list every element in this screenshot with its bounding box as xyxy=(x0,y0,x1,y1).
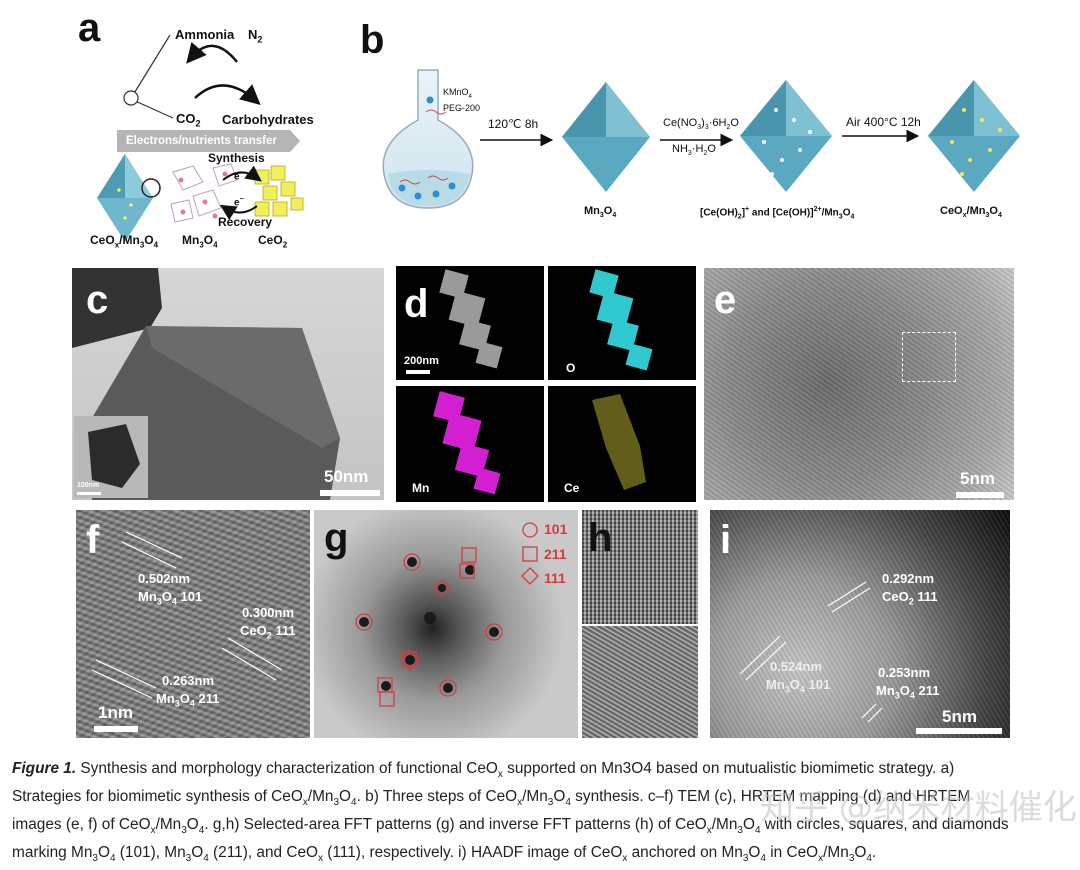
g-101-text: 101 xyxy=(544,521,568,537)
panel-a-label: a xyxy=(78,6,101,50)
mn-map-label: Mn xyxy=(412,481,430,495)
panel-c-scale-text: 50nm xyxy=(324,467,369,486)
carbohydrates-text: Carbohydrates xyxy=(222,112,314,127)
f-d3-text: 0.263nm xyxy=(162,673,215,688)
n2-text: N2 xyxy=(248,27,263,45)
panel-e-label: e xyxy=(714,278,737,322)
panel-g-spots xyxy=(355,522,539,707)
prod3-text: CeOx/Mn3O4 xyxy=(940,205,1002,220)
panel-b-diagram xyxy=(382,69,1020,209)
step2-bottom-text: NH3·H2O xyxy=(672,143,716,158)
panel-c-inset: 100nm xyxy=(74,416,148,498)
panel-i-haadf-image: i 0.292nm CeO2 111 0.524nm Mn3O4 101 0.2… xyxy=(710,510,1010,738)
panel-d-mn-map: Mn xyxy=(396,386,544,502)
ceox-mn3o4-text: CeOx/Mn3O4 xyxy=(90,233,159,250)
panel-i-label: i xyxy=(720,518,732,562)
prod2-text: [Ce(OH)2]+ and [Ce(OH)]2+/Mn3O4 xyxy=(700,206,855,221)
f-p3-text: Mn3O4 211 xyxy=(156,691,220,709)
i-d3-text: 0.253nm xyxy=(878,665,931,680)
i-p1-text: CeO2 111 xyxy=(882,589,938,607)
panel-d-scale-text: 200nm xyxy=(404,355,439,367)
peg-text: PEG-200 xyxy=(443,103,481,113)
panel-d-scale-bar xyxy=(406,370,430,374)
panel-i-scale-text: 5nm xyxy=(942,707,977,726)
panel-h-top-image: h xyxy=(582,510,698,624)
panel-d-haadf-image: d 200nm xyxy=(396,266,544,380)
panel-e-scale-bar xyxy=(956,492,1004,498)
ammonia-text: Ammonia xyxy=(175,27,235,42)
panel-i-scale-bar xyxy=(916,728,1002,734)
f-d2-text: 0.300nm xyxy=(242,605,295,620)
f-p1-text: Mn3O4 101 xyxy=(138,589,203,607)
panel-g-fft-image: g 101 211 111 xyxy=(314,510,578,738)
panel-e-roi-box xyxy=(902,332,956,382)
ceo2-text: CeO2 xyxy=(258,233,288,250)
panel-a-diagram xyxy=(97,34,304,242)
panel-h-label: h xyxy=(588,516,613,560)
panel-f-label: f xyxy=(86,518,100,562)
co2-text: CO2 xyxy=(176,111,201,129)
mn3o4-text: Mn3O4 xyxy=(182,233,218,250)
watermark-text: 知乎 @纳米材料催化 xyxy=(760,788,1077,828)
panel-b-label: b xyxy=(360,18,385,62)
synthesis-text: Synthesis xyxy=(208,151,265,165)
figure-caption: Figure 1. Synthesis and morphology chara… xyxy=(12,760,1009,865)
panel-i-lattice-lines xyxy=(739,581,883,723)
i-p3-text: Mn3O4 211 xyxy=(876,683,940,701)
panel-d-o-map: O xyxy=(548,266,696,380)
ce-map-label: Ce xyxy=(564,481,580,495)
recovery-text: Recovery xyxy=(218,215,273,229)
panel-e-scale-text: 5nm xyxy=(960,469,995,488)
panel-f-scale-text: 1nm xyxy=(98,703,133,722)
i-d1-text: 0.292nm xyxy=(882,571,935,586)
g-111-text: 111 xyxy=(544,570,566,586)
panel-c-scale-bar xyxy=(320,490,380,496)
inset-scale-text: 100nm xyxy=(77,482,100,489)
prod1-text: Mn3O4 xyxy=(584,205,617,220)
caption-figure-label: Figure 1. xyxy=(12,760,77,777)
panel-f-hrtem-image: f 0.502nm Mn3O4 101 0.300nm CeO2 111 0.2… xyxy=(76,510,310,738)
i-d2-text: 0.524nm xyxy=(770,659,823,674)
panel-f-scale-bar xyxy=(94,726,138,732)
panel-e-hrtem-image: e 5nm xyxy=(704,268,1014,500)
f-p2-text: CeO2 111 xyxy=(240,623,296,641)
panel-g-label: g xyxy=(324,516,349,560)
i-p2-text: Mn3O4 101 xyxy=(766,677,831,695)
electron-text-1: e− xyxy=(234,170,244,183)
o-map-label: O xyxy=(566,361,576,375)
step2-top-text: Ce(NO3)3·6H2O xyxy=(663,117,739,132)
g-211-text: 211 xyxy=(544,546,567,562)
kmno4-text: KMnO4 xyxy=(443,87,472,100)
electron-text-2: e− xyxy=(234,196,244,209)
panel-c-tem-image: 100nm c 50nm xyxy=(72,268,384,500)
panel-f-lattice-lines xyxy=(91,531,283,699)
step3-text: Air 400°C 12h xyxy=(846,115,921,129)
panel-h-bottom-image xyxy=(582,626,698,738)
panel-d-label: d xyxy=(404,282,429,326)
inset-scale-bar xyxy=(77,492,101,495)
step1-text: 120℃ 8h xyxy=(488,117,539,131)
panel-c-label: c xyxy=(86,278,109,322)
transfer-text: Electrons/nutrients transfer xyxy=(126,135,277,147)
f-d1-text: 0.502nm xyxy=(138,571,191,586)
panel-d-ce-map: Ce xyxy=(548,386,696,502)
